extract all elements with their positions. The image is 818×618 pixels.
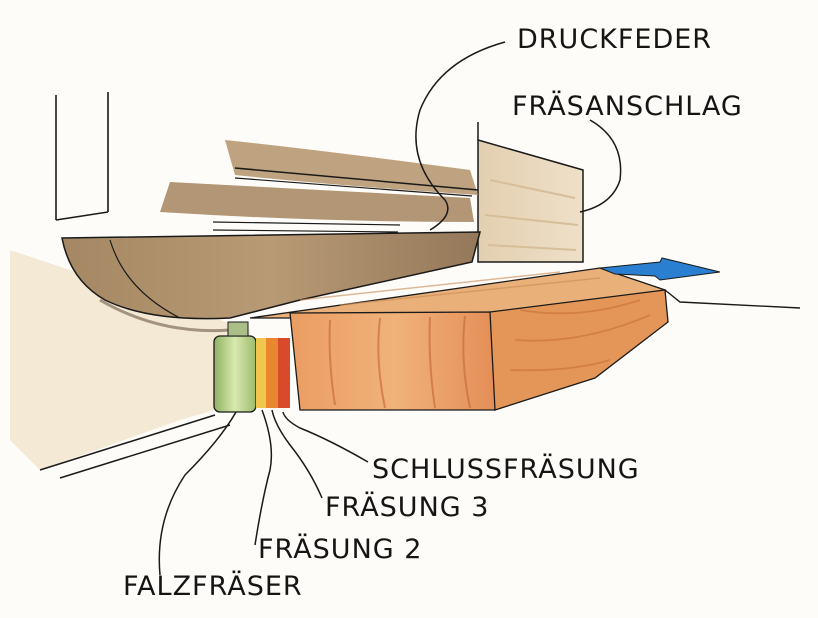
label-fraesung-2: FRÄSUNG 2: [258, 534, 423, 565]
table-surface: [10, 250, 250, 479]
leader-lines: [158, 41, 622, 576]
pressure-spring: [61, 140, 481, 333]
cutter-stages: [213, 321, 290, 413]
label-schlussfraesung: SCHLUSSFRÄSUNG: [372, 454, 640, 485]
fence: [477, 122, 584, 263]
label-fraesanschlag: FRÄSANSCHLAG: [512, 91, 743, 122]
label-fraesung-3: FRÄSUNG 3: [325, 492, 490, 523]
table-edges: [664, 289, 801, 309]
workpiece: [249, 267, 669, 411]
label-falzfraeser: FALZFRÄSER: [123, 571, 303, 602]
feed-arrow-icon: [599, 257, 721, 281]
holder-frame: [55, 92, 109, 221]
label-druckfeder: DRUCKFEDER: [517, 24, 713, 55]
